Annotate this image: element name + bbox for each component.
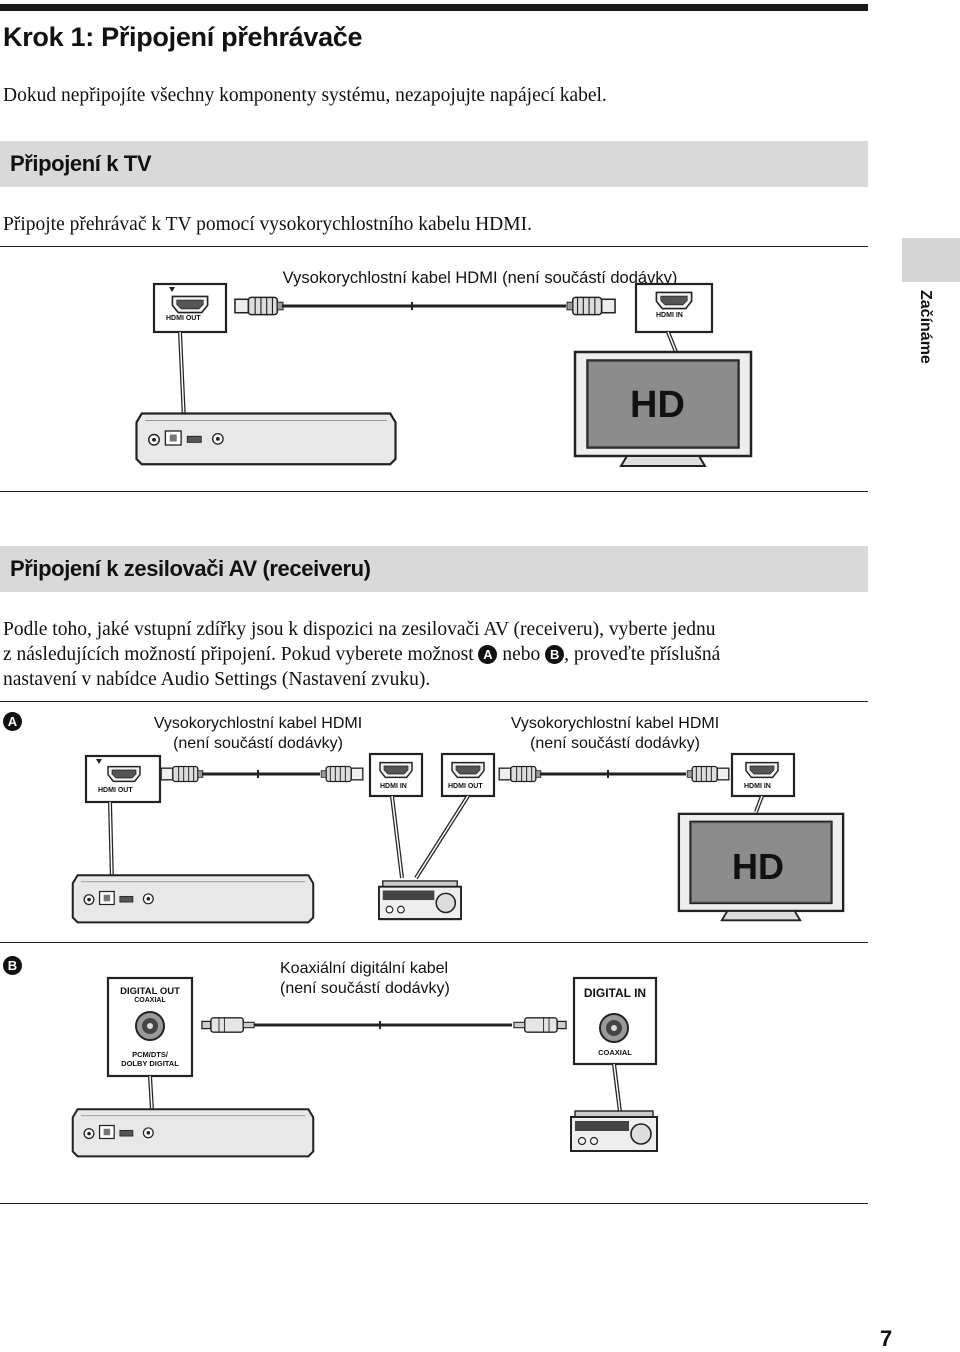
side-tab — [902, 238, 960, 282]
tv-hd-label: HD — [630, 384, 685, 426]
divider — [0, 701, 868, 702]
digital-out-title: DIGITAL OUT — [120, 986, 180, 997]
tv-connection-diagram: Vysokorychlostní kabel HDMI (není součás… — [110, 260, 810, 480]
intro-text: Dokud nepřipojíte všechny komponenty sys… — [3, 85, 607, 106]
option-b-marker: B — [3, 956, 22, 976]
digital-out-format-2: DOLBY DIGITAL — [121, 1059, 179, 1068]
side-tab-label: Začínáme — [917, 290, 934, 364]
av-section-line-1: Podle toho, jaké vstupní zdířky jsou k d… — [3, 619, 716, 640]
option-b-diagram: DIGITAL OUT COAXIAL PCM/DTS/ DOLBY DIGIT… — [40, 970, 720, 1160]
av-section-line-2: z následujících možností připojení. Poku… — [3, 644, 721, 665]
tv-section-heading: Připojení k TV — [10, 151, 152, 176]
option-a-marker: A — [3, 712, 22, 732]
av-section-heading: Připojení k zesilovači AV (receiveru) — [10, 556, 371, 581]
option-a-player-out-label: HDMI OUT — [98, 787, 133, 794]
option-a-cable2-caption: Vysokorychlostní kabel HDMI (není součás… — [510, 715, 720, 752]
digital-in-title: DIGITAL IN — [583, 986, 647, 1000]
page-number: 7 — [880, 1326, 893, 1351]
divider — [0, 1203, 868, 1204]
option-b-badge: B — [545, 645, 565, 664]
option-a-diagram: HDMI OUT HDMI IN HDMI OUT HDMI IN HD — [40, 750, 870, 930]
tv-section-heading-bar: Připojení k TV — [0, 141, 868, 187]
option-a-cable1-caption: Vysokorychlostní kabel HDMI (není součás… — [153, 715, 363, 752]
digital-in-sub: COAXIAL — [598, 1048, 632, 1057]
option-a-badge: A — [478, 645, 498, 664]
digital-out-sub: COAXIAL — [134, 997, 166, 1004]
tv-port-in-label: HDMI IN — [656, 312, 683, 319]
digital-out-format-1: PCM/DTS/ — [132, 1050, 168, 1059]
top-rule — [0, 4, 868, 11]
divider — [0, 942, 868, 943]
option-a-amp-in-label: HDMI IN — [380, 783, 407, 790]
divider — [0, 246, 868, 247]
tv-section-text: Připojte přehrávač k TV pomocí vysokoryc… — [3, 214, 532, 235]
tv-port-out-label: HDMI OUT — [166, 315, 201, 322]
tv-cable-caption: Vysokorychlostní kabel HDMI (není součás… — [282, 269, 678, 287]
option-b-cable-caption: Koaxiální digitální kabel (není součástí… — [280, 960, 450, 997]
av-section-line-3: nastavení v nabídce Audio Settings (Nast… — [3, 669, 431, 690]
divider — [0, 491, 868, 492]
av-section-heading-bar: Připojení k zesilovači AV (receiveru) — [0, 546, 868, 592]
option-a-tv-in-label: HDMI IN — [744, 783, 771, 790]
page-title: Krok 1: Připojení přehrávače — [3, 22, 363, 52]
option-a-amp-out-label: HDMI OUT — [448, 783, 483, 790]
option-a-tv-hd-label: HD — [732, 846, 784, 887]
